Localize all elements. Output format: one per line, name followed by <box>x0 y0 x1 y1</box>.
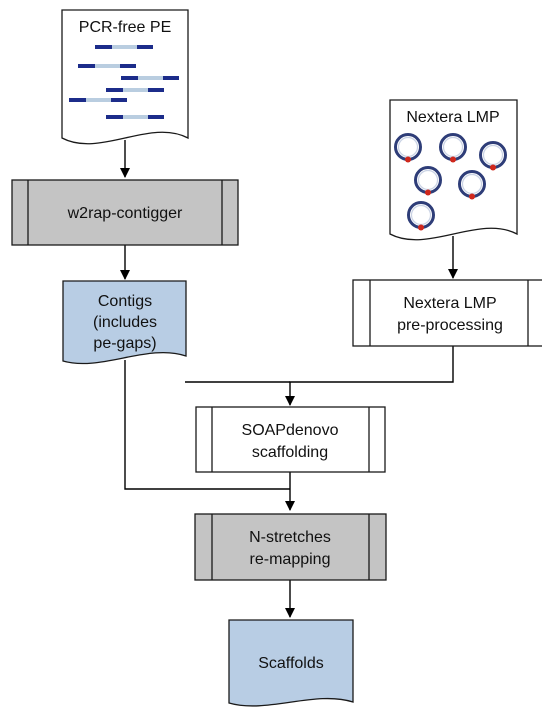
node-n-stretches: N-stretches re-mapping <box>194 513 387 581</box>
edge-contigs-to-nstretches <box>124 360 290 490</box>
read-segment <box>148 115 164 119</box>
junction-dot <box>418 224 424 231</box>
node-nextera-lmp: Nextera LMP <box>389 99 518 241</box>
nextera-lmp-document-shape <box>389 99 518 241</box>
read-segment <box>111 98 127 102</box>
read-segment <box>78 64 95 68</box>
read-segment <box>148 88 164 92</box>
read-segment <box>138 76 163 80</box>
node-nextera-preprocessing: Nextera LMP pre-processing <box>352 279 542 347</box>
n-stretches-label-line-1: N-stretches <box>249 529 331 546</box>
read-segment <box>69 98 86 102</box>
contigs-label-line-3: pe-gaps) <box>93 335 156 352</box>
contigs-label-line-2: (includes <box>93 314 157 331</box>
nextera-lmp-label: Nextera LMP <box>406 109 499 126</box>
contigs-document-shape <box>62 280 187 365</box>
paired-end-reads-icon <box>69 45 179 119</box>
node-scaffolds: Scaffolds <box>228 619 354 707</box>
read-segment <box>95 45 112 49</box>
read-segment <box>86 98 111 102</box>
n-stretches-label-line-2: re-mapping <box>250 551 331 568</box>
read-segment <box>106 115 123 119</box>
circular-mate-pair-fragments-icon <box>394 133 507 231</box>
junction-dot <box>405 156 411 163</box>
read-segment <box>137 45 153 49</box>
scaffolds-document-shape <box>228 619 354 707</box>
read-segment <box>123 115 148 119</box>
read-segment <box>112 45 137 49</box>
node-contigs: Contigs (includes pe-gaps) <box>62 280 187 365</box>
pcr-free-pe-label: PCR-free PE <box>79 19 171 36</box>
read-segment <box>95 64 120 68</box>
soapdenovo-label-line-2: scaffolding <box>252 444 328 461</box>
node-w2rap-contigger: w2rap-contigger <box>11 179 239 246</box>
read-segment <box>123 88 148 92</box>
edge-preprocessing-to-soapdenovo <box>285 346 454 406</box>
read-segment <box>163 76 179 80</box>
nextera-preprocessing-label-line-1: Nextera LMP <box>403 295 496 312</box>
w2rap-contigger-label: w2rap-contigger <box>67 205 183 222</box>
n-stretches-box <box>194 513 387 581</box>
read-segment <box>120 64 136 68</box>
node-soapdenovo: SOAPdenovo scaffolding <box>195 406 386 473</box>
soapdenovo-label-line-1: SOAPdenovo <box>242 422 339 439</box>
contigs-label-line-1: Contigs <box>98 293 152 310</box>
soapdenovo-box <box>195 406 386 473</box>
read-segment <box>121 76 138 80</box>
junction-dot <box>450 156 456 163</box>
nextera-preprocessing-label-line-2: pre-processing <box>397 317 503 334</box>
nextera-preprocessing-box <box>352 279 542 347</box>
w2rap-contigger-box <box>11 179 239 246</box>
junction-dot <box>490 164 496 171</box>
scaffolds-label: Scaffolds <box>258 655 324 672</box>
junction-dot <box>469 193 475 200</box>
junction-dot <box>425 189 431 196</box>
edges <box>120 140 458 618</box>
node-pcr-free-pe: PCR-free PE <box>61 9 189 145</box>
read-segment <box>106 88 123 92</box>
